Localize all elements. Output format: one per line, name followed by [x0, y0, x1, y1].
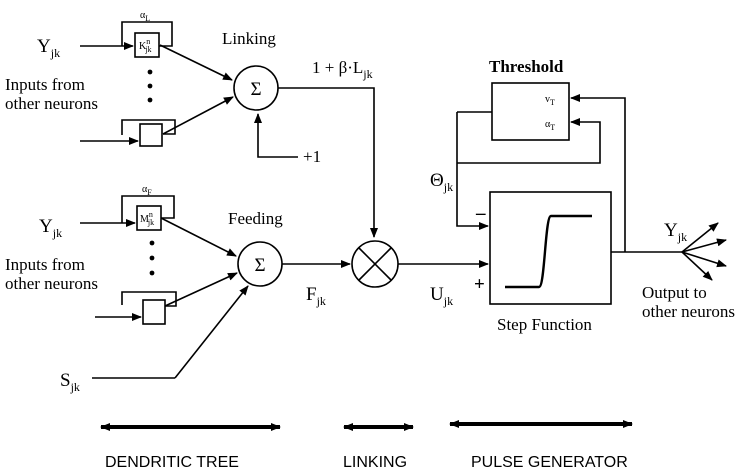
u-label: Ujk [430, 284, 453, 308]
linking-kernel-box [134, 32, 160, 58]
feeding-title: Feeding [228, 209, 283, 228]
threshold-to-step [456, 112, 489, 230]
linking-dot-1 [147, 69, 153, 75]
feeding-sum-symbol: Σ [254, 255, 265, 276]
feeding-input-y-label: Yjk [39, 216, 62, 240]
alpha-t-label: αT [545, 119, 555, 132]
linking-dot-3 [147, 97, 153, 103]
plus-one-feedback [254, 113, 298, 158]
v-t-label: vT [545, 94, 555, 107]
linking-dot-2 [147, 83, 153, 89]
feeding-dot-1 [149, 240, 155, 246]
feeding-dot-2 [149, 255, 155, 261]
minus-sign: – [475, 203, 486, 224]
threshold-title: Threshold [489, 57, 564, 76]
linking-kernel-loop-2 [121, 119, 176, 135]
linking-decay-loop [121, 21, 173, 47]
loop-to-alpha-t-feedback [457, 118, 601, 164]
stage-pulse-label: PULSE GENERATOR [471, 454, 628, 471]
linking-to-multiplier [278, 87, 378, 238]
theta-label: Θjk [430, 170, 453, 194]
linking-input-y-label: Yjk [37, 36, 60, 60]
plus-sign: + [474, 274, 485, 295]
feeding-kernel-box [136, 205, 162, 231]
m2-to-feeding-sum [164, 272, 238, 307]
feeding-decay-loop [121, 195, 175, 223]
multiplier-node [351, 240, 399, 288]
linking-kernel-box-2 [139, 123, 163, 147]
feeding-f-label: Fjk [306, 284, 326, 308]
feeding-dot-3 [149, 270, 155, 276]
m-to-feeding-sum [160, 217, 237, 257]
stage-linking-label: LINKING [343, 454, 407, 471]
alpha-l-label: αL [140, 10, 150, 23]
linking-sum-symbol: Σ [250, 79, 261, 100]
step-curve [505, 214, 592, 289]
output-y-label: Yjk [664, 220, 687, 244]
step-function-title: Step Function [497, 315, 592, 334]
plus-one-label: +1 [303, 147, 321, 166]
threshold-box [491, 82, 570, 141]
k2-to-linking-sum [162, 96, 234, 135]
step-function-box [489, 191, 612, 305]
stimulus-diagonal [174, 285, 249, 379]
alpha-f-label: αF [142, 184, 152, 197]
feeding-kernel-loop-2 [121, 291, 177, 307]
stimulus-label: Sjk [60, 370, 80, 394]
k-to-linking-sum [159, 44, 233, 81]
stage-dendritic-label: DENDRITIC TREE [105, 454, 239, 471]
feeding-kernel-box-2 [142, 299, 166, 325]
linking-expression: 1 + β·Ljk [312, 58, 373, 81]
linking-title: Linking [222, 29, 276, 48]
output-to-vt-feedback [570, 94, 626, 252]
output-fan [681, 222, 727, 281]
